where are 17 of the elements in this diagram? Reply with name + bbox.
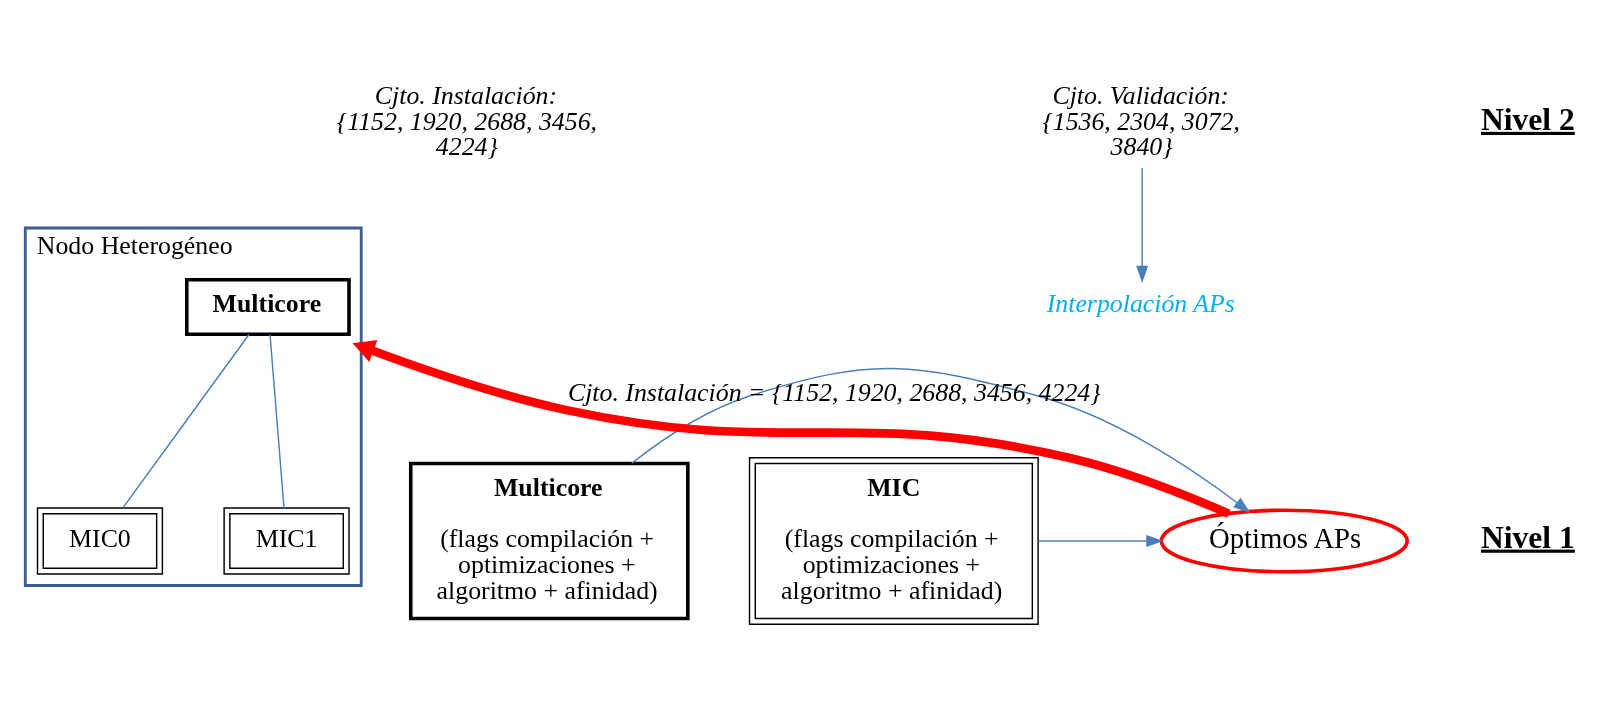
label: Nivel 1 xyxy=(1480,519,1575,555)
arrow xyxy=(631,367,1251,513)
arrow xyxy=(1136,167,1149,284)
connector xyxy=(122,333,250,509)
arrow xyxy=(352,340,1231,518)
label: Nivel 2 xyxy=(1480,101,1575,137)
node-text: Interpolación APs xyxy=(1046,288,1235,318)
node-box: Multicore xyxy=(185,277,351,337)
node-text: Cjto. Validación: {1536, 2304, 3072, 3840} xyxy=(1042,80,1240,162)
node-box: MIC1 xyxy=(223,507,350,575)
node-ellipse: Óptimos APs xyxy=(1159,508,1409,574)
node-box: Multicore (flags compilación + optimizaciones + algoritmo + afinidad) xyxy=(408,461,690,621)
connector xyxy=(269,333,285,509)
label: Cjto. Instalación: {1152, 1920, 2688, 3456, 4224} xyxy=(336,80,598,162)
arrow xyxy=(1037,534,1164,548)
node-box: MIC (flags compilación + optimizaciones + algoritmo + afinidad) xyxy=(748,457,1039,625)
node-box: MIC0 xyxy=(36,507,164,575)
